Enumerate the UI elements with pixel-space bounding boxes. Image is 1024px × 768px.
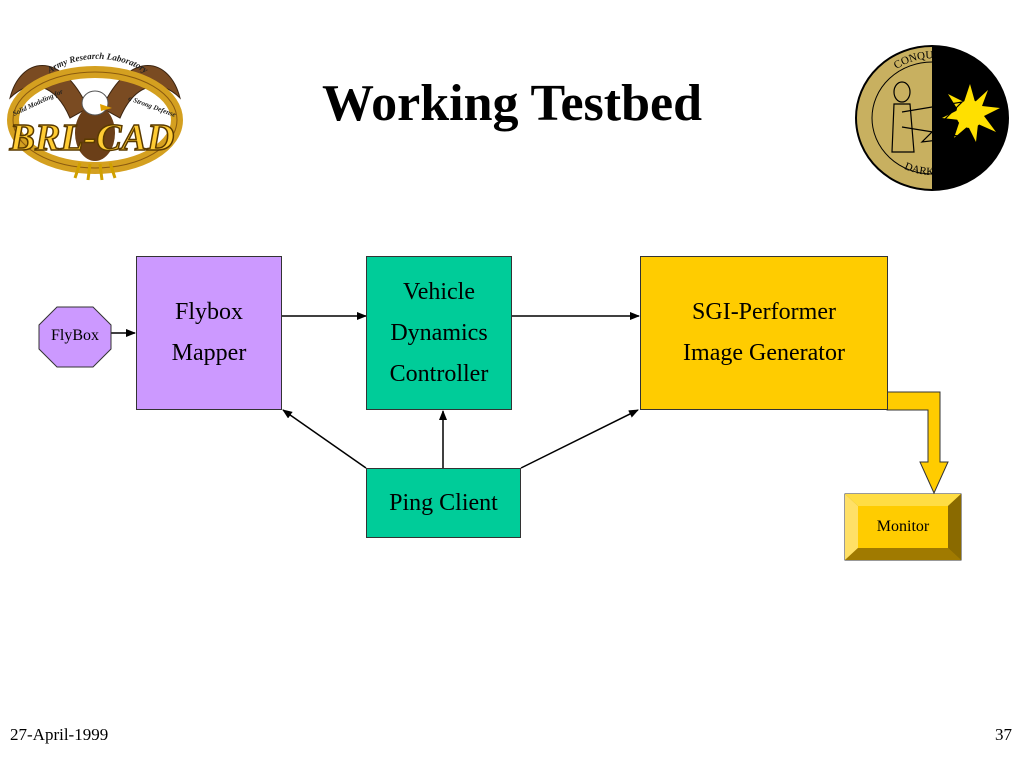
slide-title: Working Testbed bbox=[321, 75, 703, 132]
sgi-performer-line-2: Image Generator bbox=[683, 340, 845, 366]
logo-wordmark: BRL-CAD bbox=[9, 117, 175, 159]
vehicle-dynamics-line-3: Controller bbox=[389, 360, 489, 387]
flybox-mapper-line-1: Flybox bbox=[174, 299, 243, 325]
flybox-mapper-line-2: Mapper bbox=[171, 340, 247, 366]
page-number: 37 bbox=[995, 725, 1012, 744]
vehicle-dynamics-line-2: Dynamics bbox=[390, 319, 488, 346]
vehicle-dynamics-line-1: Vehicle bbox=[403, 278, 475, 305]
monitor-bevel-frame bbox=[844, 493, 962, 561]
arrow-ping-to-mapper bbox=[282, 409, 367, 469]
conquest-of-darkness-seal-icon: CONQUEST OF DARKNESS bbox=[855, 45, 1009, 191]
flybox-octagon-shape bbox=[38, 306, 112, 368]
arrow-ping-to-sgi bbox=[520, 409, 639, 469]
brl-cad-logo-icon: Army Research Laboratory Solid Modeling … bbox=[7, 51, 183, 181]
ping-client-box: Ping Client bbox=[366, 468, 521, 538]
arrow-sgi-to-monitor bbox=[886, 391, 949, 495]
sgi-performer-line-1: SGI-Performer bbox=[692, 299, 836, 325]
vehicle-dynamics-box: Vehicle Dynamics Controller bbox=[366, 256, 512, 410]
footer-date: 27-April-1999 bbox=[10, 725, 109, 744]
sgi-performer-box: SGI-Performer Image Generator bbox=[640, 256, 888, 410]
flybox-mapper-box: Flybox Mapper bbox=[136, 256, 282, 410]
monitor-label: Monitor bbox=[876, 518, 930, 535]
svg-text:DARKNESS: DARKNESS bbox=[903, 160, 962, 178]
ping-client-label: Ping Client bbox=[389, 489, 498, 516]
flybox-node-label: FlyBox bbox=[50, 327, 99, 344]
seal-arc-bottom: DARKNESS bbox=[903, 160, 962, 178]
